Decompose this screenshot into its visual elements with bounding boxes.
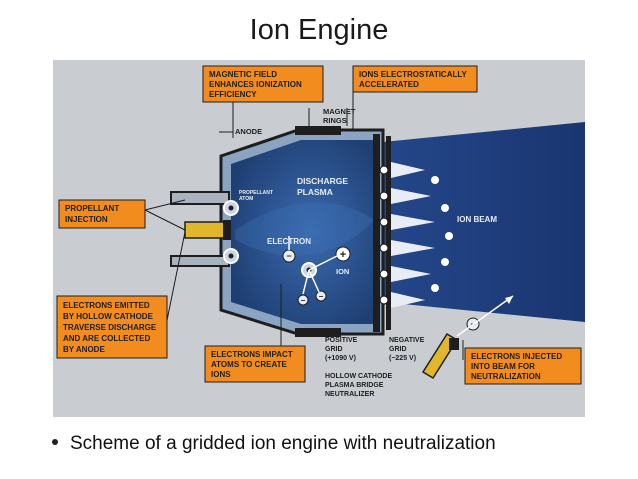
propellant-atom bbox=[223, 200, 239, 216]
electron-small: − bbox=[297, 294, 309, 306]
svg-text:+: + bbox=[340, 249, 346, 261]
ion-label: ION bbox=[336, 267, 349, 276]
ion-beam bbox=[383, 122, 585, 322]
magnet-rings-label-1: MAGNET bbox=[323, 107, 356, 116]
neutralizer-arrow bbox=[456, 295, 514, 337]
callout-electrons-injected: ELECTRONS INJECTED INTO BEAM FOR NEUTRAL… bbox=[464, 347, 582, 385]
positive-grid-label-1: POSITIVE bbox=[325, 337, 358, 344]
svg-text:−: − bbox=[301, 296, 306, 305]
positive-grid-label-3: (+1090 V) bbox=[325, 355, 356, 362]
callout-propellant-injection: PROPELLANT INJECTION bbox=[58, 199, 146, 229]
ions-accelerated-line-1: IONS ELECTROSTATICALLY bbox=[359, 70, 468, 79]
negative-grid bbox=[386, 136, 391, 330]
propellant-injection-line-2: INJECTION bbox=[65, 215, 108, 224]
ion-particle: + bbox=[335, 246, 351, 262]
negative-grid-label-1: NEGATIVE bbox=[389, 337, 425, 344]
magnet-rings-label-2: RINGS bbox=[323, 116, 347, 125]
callout-ions-accelerated: IONS ELECTROSTATICALLY ACCELERATED bbox=[352, 65, 478, 93]
electrons-impact-line-2: ATOMS TO CREATE bbox=[211, 360, 288, 369]
discharge-plasma bbox=[231, 140, 377, 324]
magnet-ring-bottom bbox=[295, 328, 341, 337]
neutral-atom bbox=[223, 248, 239, 264]
propellant-atom-label-2: ATOM bbox=[239, 196, 253, 202]
electrons-emitted-line-5: BY ANODE bbox=[63, 345, 105, 354]
electrons-emitted-line-2: BY HOLLOW CATHODE bbox=[63, 312, 154, 321]
negative-grid-label-3: (−225 V) bbox=[389, 355, 416, 362]
electrons-emitted-line-4: AND ARE COLLECTED bbox=[63, 334, 150, 343]
ions-accelerated-line-2: ACCELERATED bbox=[359, 80, 419, 89]
electrons-injected-line-2: INTO BEAM FOR bbox=[471, 362, 535, 371]
negative-grid-label-2: GRID bbox=[389, 346, 407, 353]
propellant-injection-line-1: PROPELLANT bbox=[65, 204, 119, 213]
electron-small-2: − bbox=[315, 290, 327, 302]
discharge-plasma-label-2: PLASMA bbox=[297, 187, 333, 197]
ion-beam-label: ION BEAM bbox=[457, 215, 497, 224]
svg-text:−: − bbox=[319, 292, 324, 301]
electrons-emitted-line-1: ELECTRONS EMITTED bbox=[63, 301, 150, 310]
hollow-cathode-label-2: PLASMA BRIDGE bbox=[325, 382, 384, 389]
hollow-cathode-label-3: NEUTRALIZER bbox=[325, 391, 374, 398]
propellant-tube bbox=[170, 191, 230, 205]
caption-bullet: Scheme of a gridded ion engine with neut… bbox=[52, 433, 496, 455]
caption-text: Scheme of a gridded ion engine with neut… bbox=[70, 433, 496, 454]
magnetic-field-line-2: ENHANCES IONIZATION bbox=[209, 80, 302, 89]
callout-electrons-emitted: ELECTRONS EMITTED BY HOLLOW CATHODE TRAV… bbox=[56, 295, 168, 359]
electrons-impact-line-1: ELECTRONS IMPACT bbox=[211, 350, 293, 359]
slide-title: Ion Engine bbox=[249, 14, 389, 46]
beam-ions bbox=[431, 176, 453, 292]
propellant-atom-label-1: PROPELLANT bbox=[239, 190, 273, 196]
grid-apertures bbox=[379, 162, 435, 308]
discharge-plasma-label-1: DISCHARGE bbox=[297, 176, 348, 186]
callout-electrons-impact: ELECTRONS IMPACT ATOMS TO CREATE IONS bbox=[204, 345, 306, 383]
bullet-dot-icon bbox=[52, 438, 58, 445]
electrons-injected-line-1: ELECTRONS INJECTED bbox=[471, 352, 562, 361]
magnet-ring-top bbox=[295, 126, 341, 135]
hollow-cathode-label-1: HOLLOW CATHODE bbox=[325, 373, 392, 380]
magnetic-field-line-3: EFFICIENCY bbox=[209, 90, 257, 99]
positive-grid bbox=[373, 134, 380, 332]
electron-particle: − bbox=[282, 249, 296, 263]
hollow-cathode bbox=[184, 221, 230, 239]
electrons-impact-line-3: IONS bbox=[211, 370, 231, 379]
neutralizer bbox=[421, 332, 459, 380]
electrons-injected-line-3: NEUTRALIZATION bbox=[471, 372, 541, 381]
electron-label: ELECTRON bbox=[267, 237, 311, 246]
anode-label: ANODE bbox=[235, 127, 262, 136]
positive-grid-label-2: GRID bbox=[325, 346, 343, 353]
magnetic-field-line-1: MAGNETIC FIELD bbox=[209, 70, 277, 79]
electrons-emitted-line-3: TRAVERSE DISCHARGE bbox=[63, 323, 157, 332]
ion-engine-diagram: − + − − − bbox=[53, 60, 585, 417]
svg-text:−: − bbox=[286, 251, 291, 261]
callout-magnetic-field: MAGNETIC FIELD ENHANCES IONIZATION EFFIC… bbox=[202, 65, 324, 103]
